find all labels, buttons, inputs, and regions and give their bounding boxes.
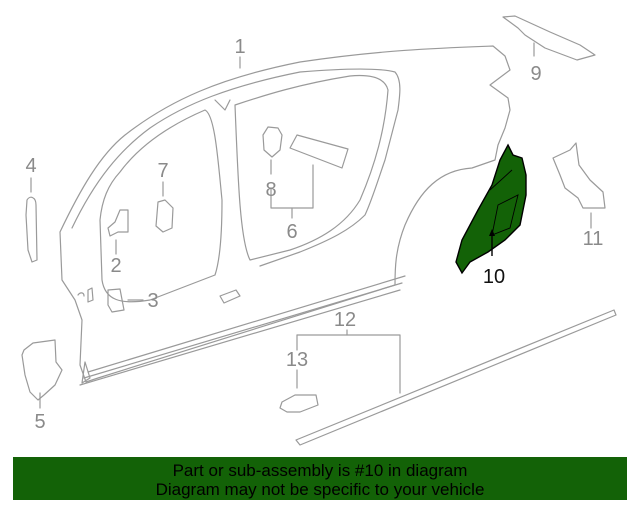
- banner-line-1: Part or sub-assembly is #10 in diagram: [172, 461, 468, 480]
- part-11-bracket: [552, 142, 606, 209]
- part-3-plate: [107, 288, 125, 313]
- part-4-pillar-trim: [25, 196, 38, 263]
- part-5-bracket: [21, 339, 63, 401]
- callout-9[interactable]: 9: [530, 63, 541, 85]
- banner-line-2: Diagram may not be specific to your vehi…: [155, 480, 485, 499]
- callout-3[interactable]: 3: [147, 290, 158, 312]
- callout-11[interactable]: 11: [583, 228, 604, 250]
- part-6-pad: [289, 134, 349, 169]
- parts-diagram: 1 2 3 4 5 6 7 8 9 10 11 12 13: [21, 15, 617, 446]
- part-2-bracket: [107, 209, 129, 237]
- part-8-striker: [262, 126, 283, 158]
- callout-10[interactable]: 10: [483, 266, 505, 288]
- callout-6[interactable]: 6: [286, 221, 297, 243]
- part-7-hinge: [155, 199, 174, 233]
- callout-4[interactable]: 4: [25, 155, 36, 177]
- part-13-clip: [279, 394, 319, 413]
- callout-1[interactable]: 1: [234, 36, 245, 58]
- part-12-molding: [295, 309, 617, 446]
- callout-13[interactable]: 13: [286, 349, 308, 371]
- diagram-notice-banner: Part or sub-assembly is #10 in diagram D…: [13, 457, 627, 500]
- part-9-trim: [502, 15, 596, 61]
- body-side-panel: [59, 45, 511, 386]
- callout-8[interactable]: 8: [265, 179, 276, 201]
- callout-7[interactable]: 7: [157, 160, 168, 182]
- part-10-highlighted: [455, 143, 527, 275]
- callout-12[interactable]: 12: [334, 309, 356, 331]
- callout-2[interactable]: 2: [110, 255, 121, 277]
- callout-5[interactable]: 5: [34, 411, 45, 433]
